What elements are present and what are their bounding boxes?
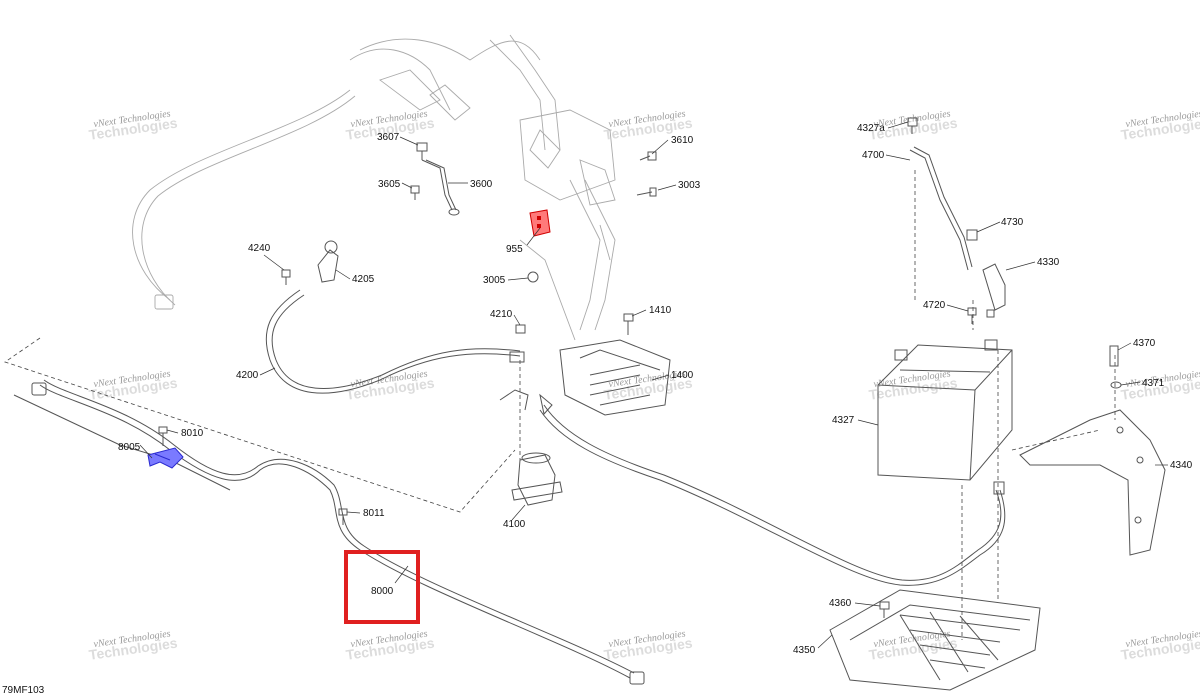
label-4371[interactable]: 4371 bbox=[1142, 378, 1165, 389]
watermarks: Technologies vNext Technologies Technolo… bbox=[88, 108, 1200, 662]
solenoid-4100[interactable] bbox=[499, 389, 563, 506]
screw-3605[interactable] bbox=[410, 185, 420, 200]
label-4240[interactable]: 4240 bbox=[248, 243, 271, 254]
label-8010[interactable]: 8010 bbox=[181, 428, 204, 439]
nut-3005[interactable] bbox=[527, 271, 539, 283]
watermark: Technologies vNext Technologies bbox=[1120, 108, 1200, 142]
screw-3003[interactable] bbox=[636, 187, 657, 197]
screw-1410[interactable] bbox=[623, 313, 634, 335]
bracket-4340[interactable] bbox=[1019, 409, 1166, 556]
background-harness bbox=[132, 34, 616, 341]
label-4327[interactable]: 4327 bbox=[832, 415, 855, 426]
label-4730[interactable]: 4730 bbox=[1001, 217, 1024, 228]
leader-lines bbox=[139, 121, 1168, 649]
watermark: Technologies vNext Technologies bbox=[603, 628, 694, 662]
dashed-line-bracket bbox=[1011, 429, 1101, 451]
part-labels: 3607 3605 3600 3610 3003 955 3005 4240 4… bbox=[2, 123, 1193, 696]
label-3600[interactable]: 3600 bbox=[470, 179, 493, 190]
battery-4327[interactable] bbox=[877, 339, 1013, 481]
screw-4360[interactable] bbox=[879, 601, 890, 618]
label-3607[interactable]: 3607 bbox=[377, 132, 400, 143]
cap-4330[interactable] bbox=[982, 263, 1006, 311]
label-4210[interactable]: 4210 bbox=[490, 309, 513, 320]
label-4350[interactable]: 4350 bbox=[793, 645, 816, 656]
tray-4350[interactable] bbox=[829, 589, 1041, 691]
screw-4720b[interactable] bbox=[986, 309, 995, 318]
screw-4240[interactable] bbox=[281, 269, 291, 285]
watermark: Technologies vNext Technologies bbox=[88, 628, 179, 662]
watermark: Technologies vNext Technologies bbox=[1120, 628, 1200, 662]
label-955[interactable]: 955 bbox=[506, 244, 523, 255]
cable-4700[interactable] bbox=[909, 146, 973, 271]
cable-3600[interactable] bbox=[421, 159, 460, 216]
nut-4730[interactable] bbox=[966, 229, 978, 241]
screw-8011[interactable] bbox=[338, 508, 348, 525]
label-4200[interactable]: 4200 bbox=[236, 370, 259, 381]
label-1400[interactable]: 1400 bbox=[671, 370, 694, 381]
highlight-box-8000 bbox=[344, 550, 420, 624]
label-4340[interactable]: 4340 bbox=[1170, 460, 1193, 471]
label-3003[interactable]: 3003 bbox=[678, 180, 701, 191]
label-8000[interactable]: 8000 bbox=[371, 586, 394, 597]
part-955[interactable] bbox=[529, 209, 551, 237]
part-8005[interactable] bbox=[147, 447, 184, 469]
label-1410[interactable]: 1410 bbox=[649, 305, 672, 316]
label-8011[interactable]: 8011 bbox=[363, 508, 385, 519]
screw-3610[interactable] bbox=[639, 151, 657, 161]
washer-4371[interactable] bbox=[1110, 381, 1122, 389]
fasteners bbox=[158, 117, 1122, 618]
diagram-code: 79MF103 bbox=[2, 685, 45, 696]
watermark: Technologies vNext Technologies bbox=[88, 108, 179, 142]
label-4370[interactable]: 4370 bbox=[1133, 338, 1156, 349]
harness-8000 bbox=[13, 379, 645, 685]
label-4700[interactable]: 4700 bbox=[862, 150, 885, 161]
label-4330[interactable]: 4330 bbox=[1037, 257, 1060, 268]
screw-4370[interactable] bbox=[1109, 345, 1119, 367]
boot-4205[interactable] bbox=[317, 240, 339, 283]
label-4360[interactable]: 4360 bbox=[829, 598, 852, 609]
nut-4210[interactable] bbox=[515, 324, 526, 334]
watermark: Technologies vNext Technologies bbox=[868, 628, 959, 662]
label-3005[interactable]: 3005 bbox=[483, 275, 506, 286]
label-4100[interactable]: 4100 bbox=[503, 519, 526, 530]
watermark: Technologies vNext Technologies bbox=[345, 368, 436, 402]
watermark: Technologies vNext Technologies bbox=[345, 628, 436, 662]
label-3610[interactable]: 3610 bbox=[671, 135, 694, 146]
label-3605[interactable]: 3605 bbox=[378, 179, 401, 190]
label-4205[interactable]: 4205 bbox=[352, 274, 375, 285]
dashed-reference-outline bbox=[4, 337, 516, 513]
watermark: Technologies vNext Technologies bbox=[88, 368, 179, 402]
cable-4200[interactable] bbox=[265, 289, 525, 394]
label-4327a[interactable]: 4327a bbox=[857, 123, 885, 134]
screw-4720[interactable] bbox=[967, 307, 977, 324]
label-4720[interactable]: 4720 bbox=[923, 300, 946, 311]
regulator-1400[interactable] bbox=[559, 339, 671, 416]
battery-cable[interactable] bbox=[539, 393, 1006, 586]
screw-3607[interactable] bbox=[416, 142, 428, 160]
label-8005[interactable]: 8005 bbox=[118, 442, 141, 453]
